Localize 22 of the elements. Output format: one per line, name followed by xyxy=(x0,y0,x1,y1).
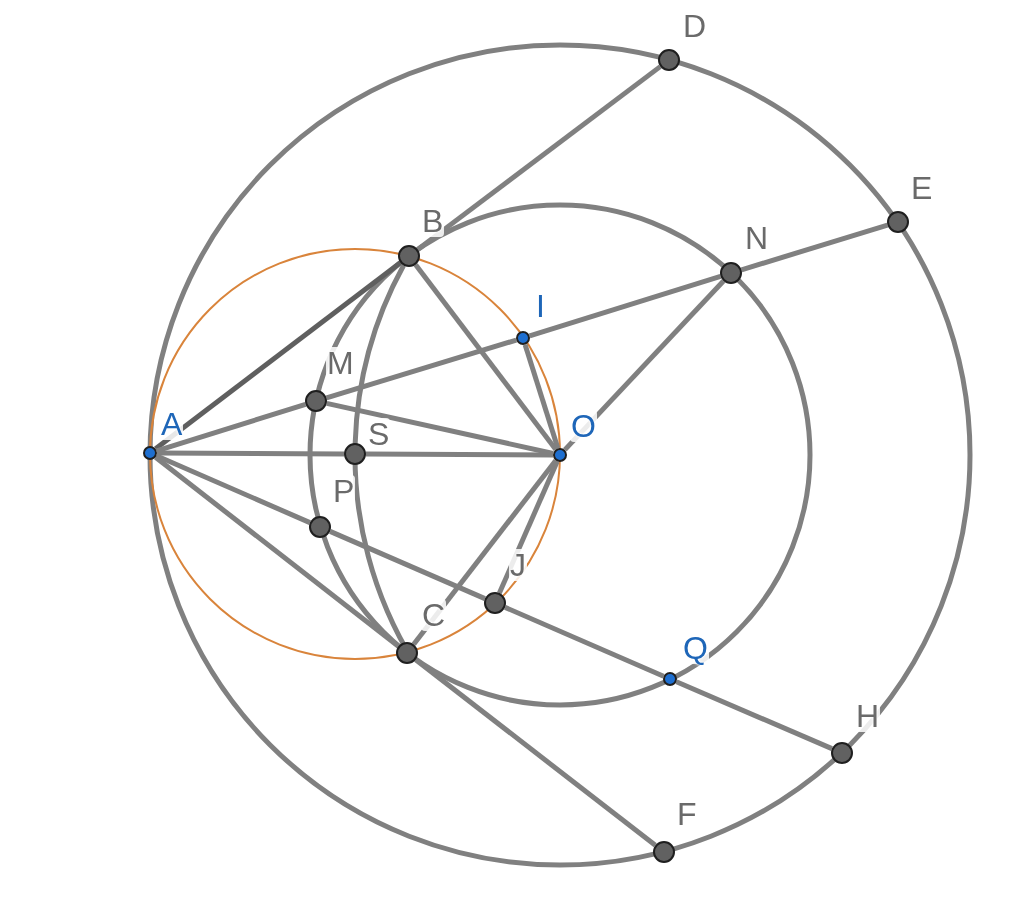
point-label: O xyxy=(570,410,597,442)
line-segment xyxy=(411,459,558,646)
line-segment xyxy=(528,273,722,339)
point-label: C xyxy=(421,599,447,631)
line-segment xyxy=(366,451,553,458)
line-segment xyxy=(413,263,558,451)
line-segment xyxy=(504,605,665,679)
line-segment xyxy=(675,679,833,751)
arc-segment xyxy=(352,264,406,444)
line-segment xyxy=(155,401,307,454)
line-segment xyxy=(155,453,311,525)
line-segment xyxy=(325,337,518,401)
point-label: J xyxy=(509,549,527,581)
line-segment xyxy=(497,460,560,594)
line-segment xyxy=(329,529,486,601)
line-segment xyxy=(740,222,889,273)
line-segment xyxy=(562,279,726,452)
line-segment xyxy=(157,450,344,457)
line-segment xyxy=(326,400,554,456)
line-segment xyxy=(416,64,662,252)
line-segment xyxy=(154,260,402,451)
line-segment xyxy=(522,343,561,450)
